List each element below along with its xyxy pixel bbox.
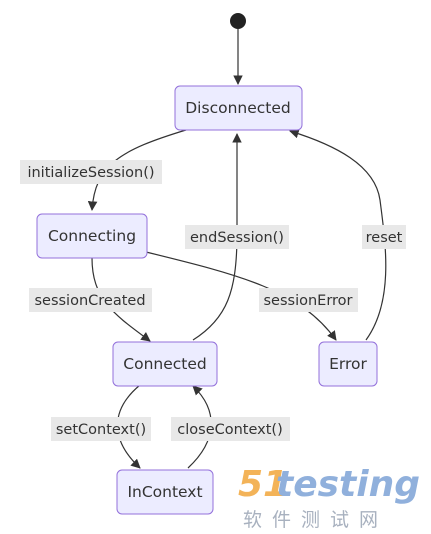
state-connected: Connected [112, 341, 218, 387]
start-node [230, 13, 246, 29]
watermark-logo-word: testing [276, 464, 420, 505]
state-connecting: Connecting [36, 213, 148, 259]
state-incontext: InContext [116, 469, 214, 515]
reset-label-bg [362, 225, 406, 249]
reset-label: reset [366, 230, 403, 246]
set-context-label-bg [51, 417, 151, 441]
state-connecting-label: Connecting [48, 227, 136, 245]
watermark-logo-digits: 51 [238, 464, 288, 505]
initialize-session-label-bg [20, 160, 162, 184]
session-created-label: sessionCreated [34, 293, 145, 309]
watermark-logo: 51 testing 软件测试网 [238, 464, 420, 531]
session-error-label: sessionError [263, 293, 352, 309]
state-connected-label: Connected [123, 355, 206, 373]
state-disconnected-label: Disconnected [185, 99, 290, 117]
session-created-label-bg [29, 288, 152, 312]
session-error-label-bg [259, 288, 358, 312]
edge-connecting-to-error [145, 251, 337, 341]
edge-error-to-disconnected [289, 128, 387, 341]
set-context-label: setContext() [56, 422, 146, 438]
end-session-label-bg [185, 225, 289, 249]
close-context-label: closeContext() [177, 422, 282, 438]
watermark-subtitle: 软件测试网 [243, 509, 388, 531]
state-error: Error [318, 341, 378, 387]
state-disconnected: Disconnected [174, 85, 303, 131]
close-context-label-bg [171, 417, 290, 441]
state-incontext-label: InContext [127, 483, 202, 501]
end-session-label: endSession() [190, 230, 284, 246]
initialize-session-label: initializeSession() [27, 165, 154, 181]
state-error-label: Error [329, 355, 367, 373]
